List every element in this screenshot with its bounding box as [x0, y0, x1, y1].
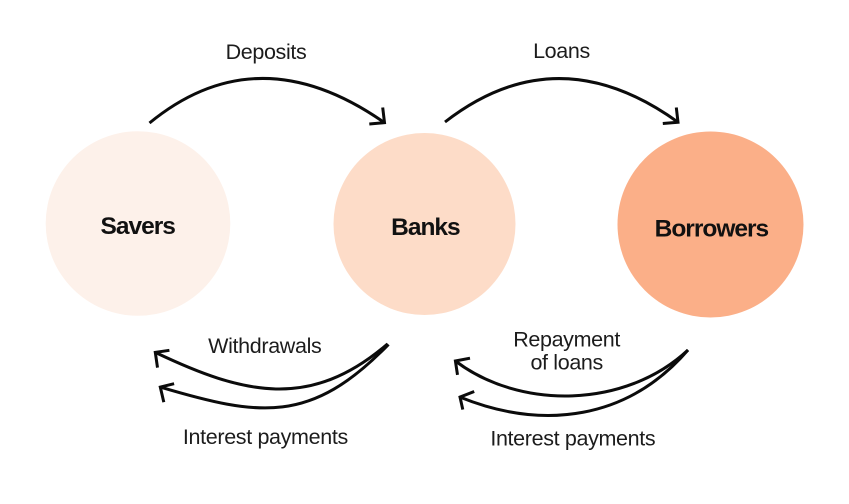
- svg-text:Repayment: Repayment: [513, 328, 620, 352]
- svg-text:Deposits: Deposits: [226, 40, 307, 64]
- svg-text:Savers: Savers: [101, 213, 176, 240]
- svg-text:Loans: Loans: [533, 39, 590, 63]
- svg-text:of loans: of loans: [530, 351, 603, 375]
- svg-text:Interest payments: Interest payments: [183, 425, 348, 449]
- svg-text:Interest payments: Interest payments: [490, 427, 655, 451]
- svg-text:Banks: Banks: [391, 214, 460, 241]
- svg-text:Withdrawals: Withdrawals: [208, 334, 321, 358]
- svg-text:Borrowers: Borrowers: [655, 216, 769, 243]
